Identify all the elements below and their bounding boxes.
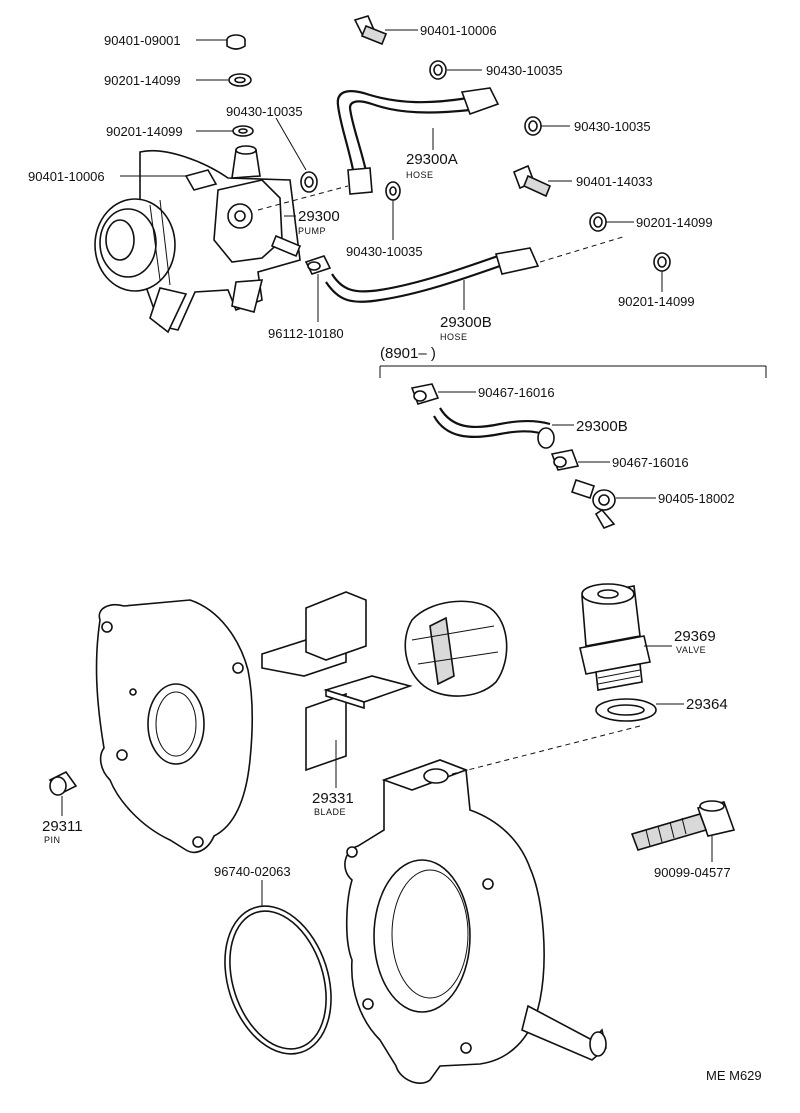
gasket-90201-14099-b xyxy=(232,125,254,137)
label-90201-14099-b: 90201-14099 xyxy=(106,124,183,139)
leader-lines-lower xyxy=(61,645,713,906)
label-29300b: 29300B xyxy=(440,314,492,331)
label-variant-range: (8901– ) xyxy=(380,345,436,362)
label-90430-10035-a: 90430-10035 xyxy=(226,104,303,119)
label-90401-09001: 90401-09001 xyxy=(104,33,181,48)
label-blade: BLADE xyxy=(314,807,346,817)
hose-29300a xyxy=(336,87,500,195)
label-90401-14033: 90401-14033 xyxy=(576,174,653,189)
label-hose-a: HOSE xyxy=(406,170,434,180)
label-90201-14099-d: 90201-14099 xyxy=(618,294,695,309)
variant-bracket xyxy=(379,365,767,378)
label-29300a: 29300A xyxy=(406,151,458,168)
gasket-90430-10035-b xyxy=(300,171,318,193)
label-29364: 29364 xyxy=(686,696,728,713)
clip-96112-10180 xyxy=(304,255,332,275)
o-ring-96740-02063 xyxy=(224,905,332,1055)
label-90201-14099-c: 90201-14099 xyxy=(636,215,713,230)
label-29300b-variant: 29300B xyxy=(576,418,628,435)
bolt-90401-14033 xyxy=(512,164,552,198)
label-29311: 29311 xyxy=(42,818,83,835)
label-96740-02063: 96740-02063 xyxy=(214,864,291,879)
label-pump: PUMP xyxy=(298,226,326,236)
gasket-29364 xyxy=(595,698,657,722)
label-90401-10006-b: 90401-10006 xyxy=(420,23,497,38)
gasket-90430-10035-d xyxy=(385,181,401,201)
label-90201-14099-a: 90201-14099 xyxy=(104,73,181,88)
clamp-90467-16016-b xyxy=(550,449,580,471)
label-90099-04577: 90099-04577 xyxy=(654,865,731,880)
gasket-90201-14099-d xyxy=(653,252,671,272)
end-plate xyxy=(95,599,253,854)
gasket-90430-10035-c xyxy=(524,116,542,136)
pump-housing xyxy=(344,759,607,1084)
label-29300: 29300 xyxy=(298,208,340,225)
label-29331: 29331 xyxy=(312,790,354,807)
clamp-90467-16016-a xyxy=(410,383,440,405)
hose-29300b-lower xyxy=(433,407,555,449)
check-valve-29369 xyxy=(579,583,651,691)
label-90467-16016-b: 90467-16016 xyxy=(612,455,689,470)
label-96112-10180: 96112-10180 xyxy=(268,326,344,341)
rotor xyxy=(404,600,508,697)
label-pin: PIN xyxy=(44,835,61,845)
label-90401-10006-a: 90401-10006 xyxy=(28,169,105,184)
vacuum-pump-29300 xyxy=(184,145,302,263)
bolt-90099-04577 xyxy=(630,800,736,851)
label-hose-b: HOSE xyxy=(440,332,468,342)
pin-29311 xyxy=(48,770,78,796)
label-valve: VALVE xyxy=(676,645,706,655)
label-90430-10035-c: 90430-10035 xyxy=(574,119,651,134)
leader-lines-upper xyxy=(120,29,663,322)
gasket-90430-10035-a xyxy=(429,60,447,80)
label-90430-10035-b: 90430-10035 xyxy=(486,63,563,78)
label-90467-16016-a: 90467-16016 xyxy=(478,385,555,400)
leader-lines-mid xyxy=(438,391,656,499)
label-90405-18002: 90405-18002 xyxy=(658,491,735,506)
hose-29300b-upper xyxy=(325,247,540,303)
bolt-90401-09001 xyxy=(226,34,246,50)
label-90430-10035-d: 90430-10035 xyxy=(346,244,423,259)
part-labels: 90401-09001 90201-14099 90430-10035 9020… xyxy=(28,23,762,1083)
gasket-90201-14099-a xyxy=(228,73,252,87)
union-90405-18002 xyxy=(570,478,616,530)
label-29369: 29369 xyxy=(674,628,716,645)
diagram-code: ME M629 xyxy=(706,1068,762,1083)
gasket-90201-14099-c xyxy=(589,212,607,232)
bolt-90401-10006-top xyxy=(353,15,388,46)
